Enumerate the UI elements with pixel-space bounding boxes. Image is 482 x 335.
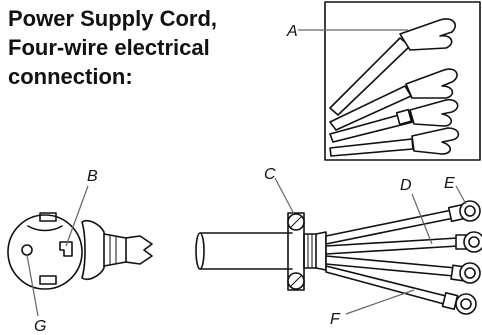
blade-bottom <box>39 275 57 285</box>
callout-e-label: E <box>444 175 455 192</box>
ring-terminal-4 <box>441 291 477 315</box>
callout-g-leader <box>26 254 39 317</box>
callout-c-leader <box>274 177 295 215</box>
callout-d-label: D <box>400 177 412 194</box>
screw-slot-top <box>289 215 303 229</box>
heading-line-3: connection: <box>8 64 133 89</box>
heading-line-1: Power Supply Cord, <box>8 6 218 31</box>
ring-terminal-1 <box>447 200 481 223</box>
wire-fan: D E F <box>325 175 482 328</box>
plug-face-rim <box>27 225 63 232</box>
heading-line-2: Four-wire electrical <box>8 35 210 60</box>
inset-box: A <box>286 1 481 161</box>
callout-b-label: B <box>87 168 98 185</box>
strain-relief-clamp <box>287 212 305 291</box>
ground-pin <box>21 244 33 256</box>
inset-crimp-3 <box>395 108 413 126</box>
cord-strain-relief: C <box>195 166 327 291</box>
screw-slot-bottom <box>289 274 303 288</box>
plug-body <box>81 219 105 281</box>
callout-d-leader <box>411 193 433 245</box>
spade-terminal-4 <box>411 127 460 155</box>
callout-b-leader <box>65 185 89 247</box>
ring-terminal-2 <box>455 231 482 253</box>
diagram-heading: Power Supply Cord, Four-wire electrical … <box>8 4 268 91</box>
callout-f-label: F <box>330 311 341 328</box>
callout-a-label: A <box>286 23 298 40</box>
spade-terminal-3 <box>409 98 459 127</box>
clamp-collar <box>303 233 317 269</box>
cord-jacket <box>199 232 293 270</box>
callout-g-label: G <box>34 318 46 335</box>
four-prong-plug: B G <box>7 168 153 335</box>
spade-terminal-1 <box>399 18 456 51</box>
jacket-end <box>315 231 327 271</box>
plug-neck <box>103 233 127 267</box>
inset-frame <box>324 1 481 161</box>
blade-top <box>39 212 57 222</box>
l-blade <box>59 241 73 257</box>
callout-f-leader <box>345 289 415 315</box>
ring-terminal-3 <box>450 262 481 284</box>
inset-wire-4 <box>329 138 414 157</box>
plug-face <box>7 214 83 290</box>
plug-cord-break <box>125 235 153 265</box>
callout-e-leader <box>455 185 467 205</box>
cord-cut-end <box>195 232 205 270</box>
callout-c-label: C <box>264 166 276 183</box>
spade-terminal-2 <box>405 68 458 99</box>
